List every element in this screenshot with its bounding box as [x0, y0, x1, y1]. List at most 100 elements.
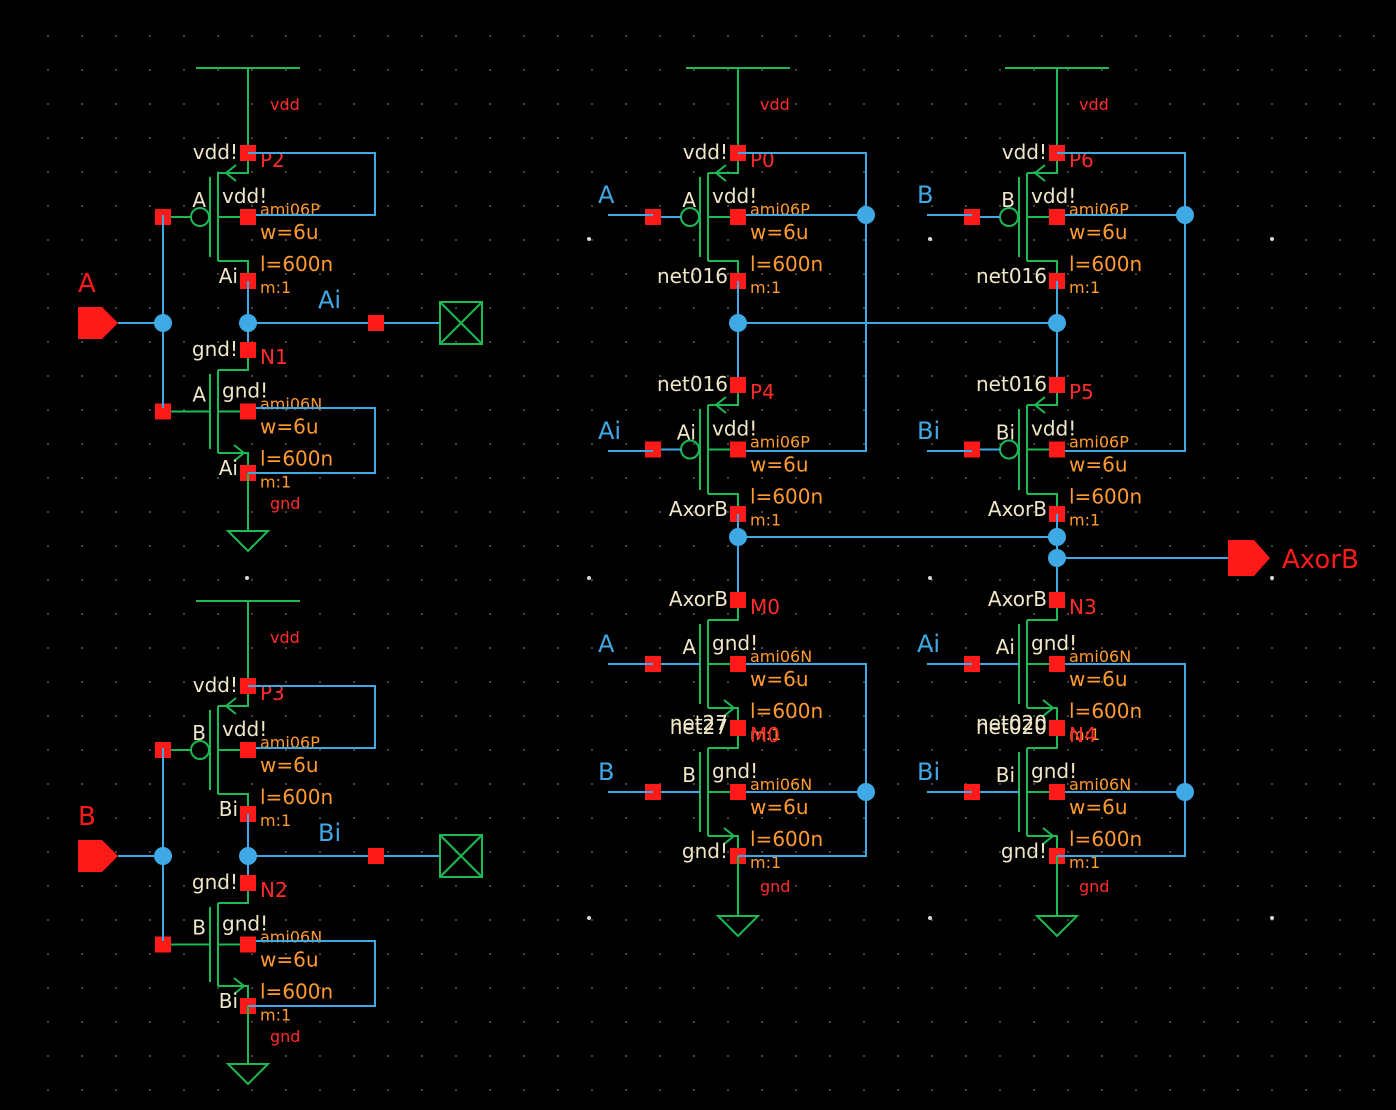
output-pin[interactable]	[368, 848, 384, 864]
grid-dot	[523, 953, 525, 955]
grid-dot	[1271, 477, 1273, 479]
output-pin-symbol[interactable]	[439, 301, 483, 345]
grid-dot	[217, 477, 219, 479]
N4-pin-bulk[interactable]	[1049, 784, 1065, 800]
grid-dot	[81, 987, 83, 989]
grid-dot	[1033, 545, 1035, 547]
N2-pin-bulk[interactable]	[240, 936, 256, 953]
grid-dot	[829, 273, 831, 275]
grid-dot	[1067, 477, 1069, 479]
grid-dot	[81, 205, 83, 207]
grid-dot	[421, 613, 423, 615]
M0b-top-terminal-label: net27	[670, 715, 728, 739]
M0-pin-top[interactable]	[730, 592, 746, 608]
grid-dot	[149, 307, 151, 309]
grid-dot	[727, 205, 729, 207]
grid-dot	[1271, 1055, 1273, 1057]
grid-dot	[489, 307, 491, 309]
N4-pin-top[interactable]	[1049, 720, 1065, 736]
grid-dot	[829, 681, 831, 683]
M0b-pin-top[interactable]	[730, 720, 746, 736]
grid-dot	[1373, 987, 1375, 989]
input-port-B[interactable]	[78, 840, 118, 872]
grid-dot	[1169, 205, 1171, 207]
grid-dot	[727, 375, 729, 377]
grid-dot	[183, 851, 185, 853]
P2-pin-bulk[interactable]	[240, 209, 256, 225]
grid-dot	[1067, 783, 1069, 785]
grid-dot	[625, 647, 627, 649]
grid-dot	[591, 35, 593, 37]
P5-pin-gate[interactable]	[964, 441, 980, 458]
P0-pin-gate[interactable]	[645, 209, 661, 225]
grid-dot	[1305, 273, 1307, 275]
grid-dot	[489, 613, 491, 615]
P5-length: l=600n	[1069, 485, 1142, 509]
P3-multiplier: m:1	[260, 811, 291, 830]
grid-dot	[47, 1021, 49, 1023]
grid-dot	[217, 35, 219, 37]
grid-dot	[761, 341, 763, 343]
grid-dot	[387, 987, 389, 989]
grid-dot	[1339, 341, 1341, 343]
grid-dot	[455, 205, 457, 207]
P6-pin-gate[interactable]	[964, 209, 980, 225]
grid-dot	[1135, 69, 1137, 71]
M0-pin-bulk[interactable]	[730, 656, 746, 672]
grid-dot	[795, 511, 797, 513]
junction-dot	[729, 314, 747, 332]
grid-dot	[897, 35, 899, 37]
grid-dot	[1033, 103, 1035, 105]
N4-multiplier: m:1	[1069, 853, 1100, 872]
grid-dot	[47, 103, 49, 105]
P3-pin-bulk[interactable]	[240, 742, 256, 758]
grid-dot	[1339, 545, 1341, 547]
P4-pin-gate[interactable]	[645, 441, 661, 458]
grid-dot	[455, 341, 457, 343]
grid-dot	[557, 919, 559, 921]
P2-length: l=600n	[260, 252, 333, 276]
N3-pin-bulk[interactable]	[1049, 656, 1065, 672]
grid-dot	[1203, 885, 1205, 887]
grid-dot	[1169, 273, 1171, 275]
grid-dot	[353, 307, 355, 309]
N1-pin-gate[interactable]	[155, 403, 171, 420]
grid-dot	[149, 137, 151, 139]
grid-dot	[1373, 103, 1375, 105]
output-pin[interactable]	[368, 315, 384, 331]
grid-dot	[489, 511, 491, 513]
grid-dot	[353, 205, 355, 207]
P4-pin-top[interactable]	[730, 377, 746, 393]
grid-dot	[387, 647, 389, 649]
grid-dot	[625, 749, 627, 751]
P6-pin-bulk[interactable]	[1049, 209, 1065, 225]
grid-dot	[1169, 35, 1171, 37]
output-pin-symbol[interactable]	[439, 834, 483, 878]
P5-pin-top[interactable]	[1049, 377, 1065, 393]
grid-dot	[489, 783, 491, 785]
N2-pin-top[interactable]	[240, 875, 256, 891]
grid-dot	[625, 613, 627, 615]
P5-pin-bulk[interactable]	[1049, 441, 1065, 458]
output-port-AxorB[interactable]	[1228, 540, 1270, 576]
N1-pin-bulk[interactable]	[240, 403, 256, 420]
N1-pin-top[interactable]	[240, 342, 256, 358]
grid-dot	[1067, 511, 1069, 513]
grid-dot	[1203, 817, 1205, 819]
grid-dot	[863, 1089, 865, 1091]
P4-bottom-terminal-label: AxorB	[669, 497, 728, 521]
N2-pin-gate[interactable]	[155, 936, 171, 953]
P0-pin-bulk[interactable]	[730, 209, 746, 225]
M0b-pin-bulk[interactable]	[730, 784, 746, 800]
grid-dot	[183, 953, 185, 955]
P4-pin-bulk[interactable]	[730, 441, 746, 458]
grid-dot	[761, 375, 763, 377]
grid-dot	[1203, 409, 1205, 411]
junction-dot	[1048, 549, 1066, 567]
N3-pin-top[interactable]	[1049, 592, 1065, 608]
grid-dot	[1135, 477, 1137, 479]
grid-dot	[1101, 1021, 1103, 1023]
grid-dot	[999, 409, 1001, 411]
input-port-A[interactable]	[78, 307, 118, 339]
